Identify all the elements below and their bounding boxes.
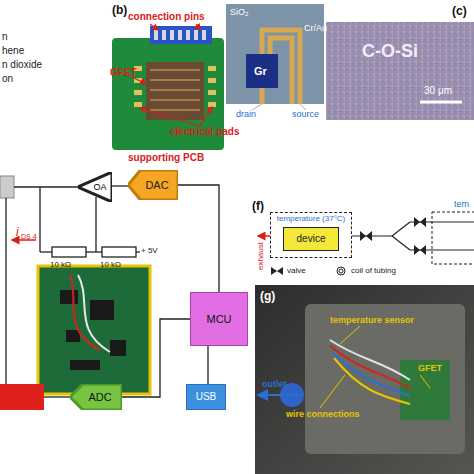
metal-box	[305, 304, 465, 454]
device-box: device	[283, 227, 339, 251]
photo-wires	[70, 275, 110, 352]
gfet-chip	[146, 62, 204, 120]
text-label: hene	[2, 46, 24, 56]
text-label: supporting PCB	[128, 153, 204, 163]
node-label: ADC	[70, 384, 122, 410]
signal-block	[0, 384, 44, 410]
legend-symbol	[270, 266, 284, 276]
text-label: drain	[236, 110, 256, 119]
node-label: USB	[187, 385, 225, 409]
text-label: C-O-Si	[362, 42, 418, 60]
node-label: DAC	[128, 170, 178, 200]
text-label: on	[2, 74, 13, 84]
text-label: n	[2, 32, 8, 42]
text-label: Gr	[254, 66, 267, 77]
text-label: 10 kΩ	[50, 261, 71, 269]
text-label: Cr/Au	[304, 24, 327, 33]
node-label: OA	[78, 172, 112, 202]
pin-header	[150, 26, 212, 44]
text-label: outlet	[262, 380, 287, 389]
gfet-board	[400, 360, 450, 420]
resistor-symbol	[52, 247, 86, 257]
dashed-enclosure	[432, 212, 474, 264]
pcb-photo	[38, 266, 150, 394]
cr-au-electrodes	[260, 88, 265, 104]
dac-block: DAC	[128, 170, 178, 200]
legend-symbol	[334, 266, 348, 276]
text-label: n dioxide	[2, 60, 42, 70]
adc-block: ADC	[70, 384, 122, 410]
text-label: (b)	[112, 4, 127, 16]
chip-bonds	[150, 70, 200, 110]
legend-label: valve	[287, 267, 306, 275]
terminal-box	[0, 176, 14, 198]
node-label: MCU	[191, 293, 247, 345]
text-label: tem	[454, 200, 469, 209]
graphene-channel	[246, 54, 278, 88]
exhaust-arrow	[258, 235, 270, 237]
opamp-triangle: OA	[78, 172, 112, 202]
temperature-zone: temperature (37°C) device	[270, 212, 352, 258]
text-label: (f)	[252, 200, 264, 212]
photo-chips	[60, 290, 126, 370]
connector-line	[112, 185, 128, 186]
text-label: i	[16, 226, 19, 238]
valve-symbol	[271, 267, 283, 275]
mcu-box: MCU	[190, 292, 248, 346]
pins	[154, 30, 206, 40]
text-label: DS 4	[21, 233, 37, 240]
text-label: (c)	[452, 5, 467, 17]
text-label: GFET	[110, 68, 137, 78]
enclosure-photo	[255, 285, 474, 474]
pointer-lines	[130, 24, 212, 126]
text-label: GFET	[418, 364, 442, 373]
text-label: exhaust	[257, 242, 265, 270]
text-label: 10 kΩ	[100, 261, 121, 269]
node-outline-shape	[128, 170, 178, 200]
connector-line	[122, 319, 190, 397]
outlet-arrow	[258, 394, 300, 396]
legend-label: coil of tubing	[351, 267, 396, 275]
scale-bar	[420, 101, 462, 104]
circuit-wire	[44, 396, 70, 397]
coil-symbol	[337, 267, 345, 275]
inset-photo	[226, 4, 324, 104]
leader-lines	[320, 326, 430, 408]
node-label: temperature (37°C)	[271, 215, 351, 223]
text-label: + 5V	[141, 247, 158, 255]
micrograph	[326, 22, 474, 120]
node-label: device	[284, 228, 338, 250]
text-label: (g)	[260, 290, 275, 302]
node-outline-shape	[70, 384, 122, 410]
text-label: SiO₂	[230, 8, 249, 17]
tubing-lines	[352, 222, 474, 250]
connector-line	[178, 185, 219, 292]
text-label: wire connections	[286, 410, 360, 419]
text-label: connection pins	[128, 12, 205, 22]
text-label: temperature sensor	[330, 316, 414, 325]
resistor-symbol	[102, 247, 136, 257]
valve-symbol	[360, 217, 426, 255]
node-outline-shape	[78, 172, 112, 202]
usb-box: USB	[186, 384, 226, 410]
text-label: 30 μm	[424, 86, 452, 96]
connector-line	[207, 346, 208, 384]
electrical-pads	[134, 66, 216, 107]
photo-wires	[330, 340, 410, 404]
text-label: electrical pads	[170, 127, 239, 137]
text-label: source	[292, 110, 319, 119]
